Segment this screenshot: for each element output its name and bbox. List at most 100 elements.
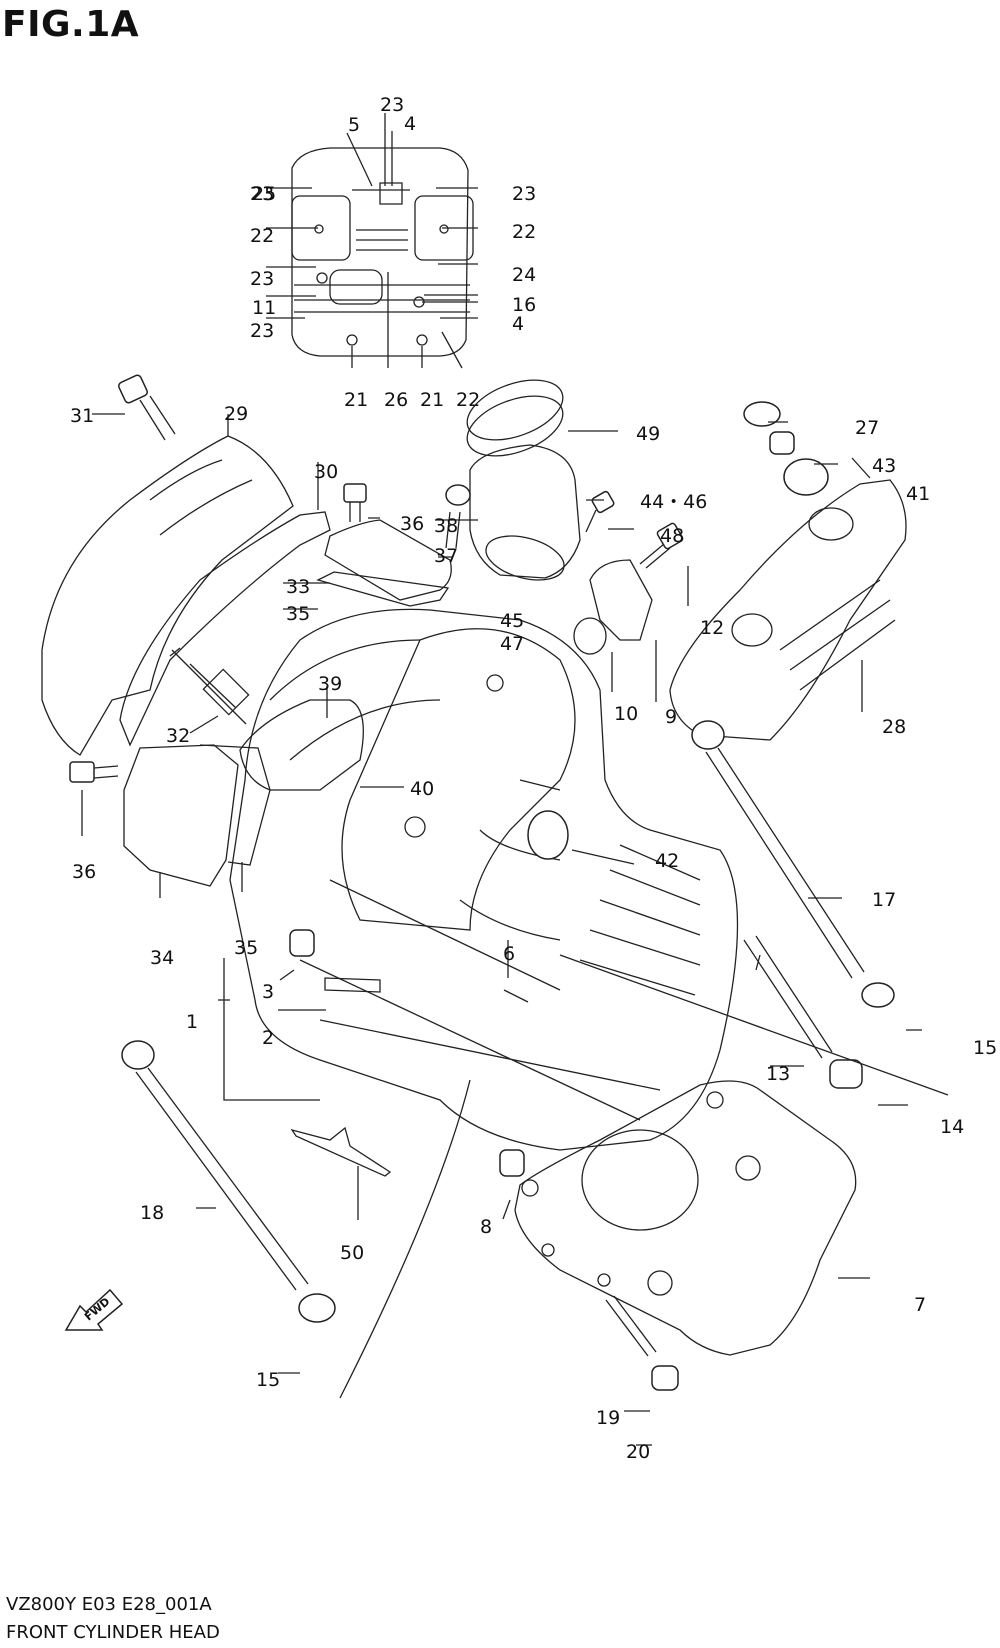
bush-43 bbox=[769, 431, 795, 455]
callout-39: 39 bbox=[318, 673, 342, 695]
stud-19 bbox=[605, 1295, 657, 1357]
callout-23: 23 bbox=[380, 94, 404, 116]
grommet-41 bbox=[783, 458, 829, 496]
cover-28 bbox=[669, 479, 907, 741]
figure-title: FIG.1A bbox=[2, 4, 140, 45]
stud-13 bbox=[743, 935, 833, 1059]
callout-41: 41 bbox=[906, 483, 930, 505]
callout-27: 27 bbox=[855, 417, 879, 439]
callout-48: 48 bbox=[660, 525, 684, 547]
callout-35: 35 bbox=[286, 603, 310, 625]
nut-14 bbox=[829, 1059, 863, 1089]
leader-lines bbox=[81, 113, 949, 1446]
spark-plug-32 bbox=[169, 647, 250, 725]
callout-33: 33 bbox=[286, 576, 310, 598]
callout-36: 36 bbox=[72, 861, 96, 883]
callout-24: 24 bbox=[512, 264, 536, 286]
bolt-36-top bbox=[343, 483, 367, 522]
callout-2: 2 bbox=[262, 1027, 274, 1049]
footer-section-name: FRONT CYLINDER HEAD bbox=[6, 1622, 220, 1643]
callout-32: 32 bbox=[166, 725, 190, 747]
callout-7: 7 bbox=[914, 1294, 926, 1316]
pin-2 bbox=[324, 977, 381, 993]
dowel-3 bbox=[289, 929, 315, 957]
washer-15-right bbox=[861, 982, 895, 1008]
washer-15-left bbox=[298, 1293, 336, 1323]
callout-15: 15 bbox=[973, 1037, 997, 1059]
bolt-17 bbox=[691, 720, 865, 979]
callout-23: 23 bbox=[250, 320, 274, 342]
callout-22: 22 bbox=[250, 225, 274, 247]
bolt-31 bbox=[118, 374, 176, 441]
callout-15: 15 bbox=[256, 1369, 280, 1391]
callout-31: 31 bbox=[70, 405, 94, 427]
nut-20 bbox=[651, 1365, 679, 1391]
callout-45: 45 bbox=[500, 610, 524, 632]
callout-8: 8 bbox=[480, 1216, 492, 1238]
water-union-9 bbox=[589, 559, 653, 641]
breather-cover-34 bbox=[123, 744, 271, 887]
water-union-39 bbox=[239, 699, 364, 791]
callout-28: 28 bbox=[882, 716, 906, 738]
callout-34: 34 bbox=[150, 947, 174, 969]
callout-25: 25 bbox=[252, 183, 276, 205]
nut-38 bbox=[445, 484, 471, 506]
callout-19: 19 bbox=[596, 1407, 620, 1429]
callout-16: 16 bbox=[512, 294, 536, 316]
callout-21: 21 bbox=[344, 389, 368, 411]
footer-model-code: VZ800Y E03 E28_001A bbox=[6, 1594, 212, 1615]
callout-38: 38 bbox=[434, 515, 458, 537]
washer-27 bbox=[743, 401, 781, 427]
callout-23: 23 bbox=[250, 183, 274, 205]
callout-26: 26 bbox=[384, 389, 408, 411]
callout-35: 35 bbox=[234, 937, 258, 959]
bolt-48 bbox=[585, 490, 615, 533]
callout-12: 12 bbox=[700, 617, 724, 639]
callout-22: 22 bbox=[512, 221, 536, 243]
bolt-12 bbox=[639, 522, 684, 569]
callout-9: 9 bbox=[665, 706, 677, 728]
fwd-arrow-icon: FWD bbox=[64, 1288, 124, 1331]
callout-3: 3 bbox=[262, 981, 274, 1003]
intake-pipe-44 bbox=[469, 444, 581, 581]
callout-6: 6 bbox=[503, 943, 515, 965]
callout-42: 42 bbox=[655, 850, 679, 872]
callout-50: 50 bbox=[340, 1242, 364, 1264]
o-ring-10 bbox=[573, 617, 607, 655]
callout-11: 11 bbox=[252, 297, 276, 319]
head-cover-29 bbox=[41, 435, 294, 756]
callout-30: 30 bbox=[314, 461, 338, 483]
head-gasket-7 bbox=[514, 1080, 857, 1356]
bolt-18 bbox=[121, 1040, 309, 1291]
callout-22: 22 bbox=[456, 389, 480, 411]
callout-20: 20 bbox=[626, 1441, 650, 1463]
callout-14: 14 bbox=[940, 1116, 964, 1138]
callout-5: 5 bbox=[348, 114, 360, 136]
callout-36: 36 bbox=[400, 513, 424, 535]
clamp-49 bbox=[466, 379, 564, 457]
callout-4: 4 bbox=[404, 113, 416, 135]
cover-33 bbox=[316, 519, 452, 607]
callout-49: 49 bbox=[636, 423, 660, 445]
plate-50 bbox=[290, 1126, 392, 1177]
callout-40: 40 bbox=[410, 778, 434, 800]
callout-labels: 1 2 3 4 4 5 6 7 8 9 10 11 12 13 14 15 15… bbox=[70, 94, 997, 1463]
callout-1: 1 bbox=[186, 1011, 198, 1033]
callout-13: 13 bbox=[766, 1063, 790, 1085]
callout-18: 18 bbox=[140, 1202, 164, 1224]
callout-17: 17 bbox=[872, 889, 896, 911]
callout-47: 47 bbox=[500, 633, 524, 655]
stud-37 bbox=[445, 511, 461, 549]
plug-42 bbox=[527, 810, 569, 860]
callout-4: 4 bbox=[512, 313, 524, 335]
callout-29: 29 bbox=[224, 403, 248, 425]
callout-43: 43 bbox=[872, 455, 896, 477]
callout-10: 10 bbox=[614, 703, 638, 725]
callout-23: 23 bbox=[512, 183, 536, 205]
cylinder-head-1 bbox=[229, 608, 739, 1151]
callout-37: 37 bbox=[434, 545, 458, 567]
head-bottom-view bbox=[291, 147, 474, 357]
callout-23: 23 bbox=[250, 268, 274, 290]
